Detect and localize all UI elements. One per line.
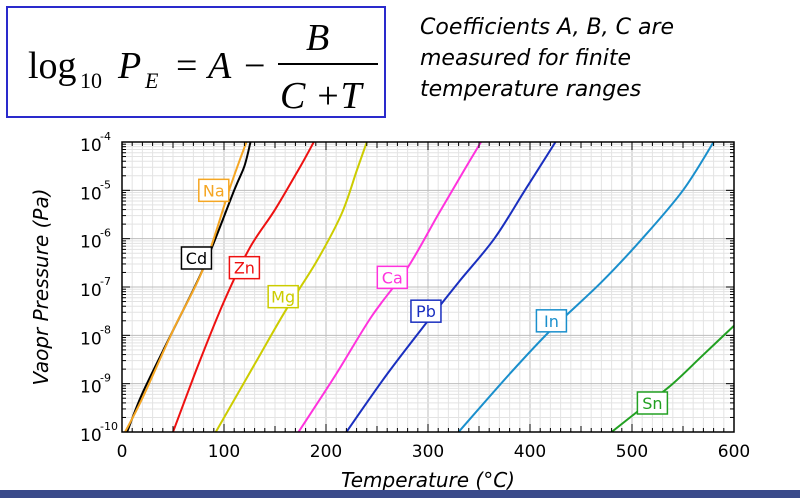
series-line-pb bbox=[345, 142, 557, 432]
formula-box: log 10 P E = A − B C +T bbox=[6, 6, 386, 118]
series-label-na: Na bbox=[198, 178, 230, 203]
y-tick-label: 10-8 bbox=[80, 323, 111, 349]
x-tick-label: 400 bbox=[514, 442, 546, 462]
plot-frame bbox=[121, 141, 735, 433]
series-label-text: Cd bbox=[186, 249, 207, 268]
series-label-box bbox=[376, 265, 409, 290]
note-line-3: temperature ranges bbox=[420, 77, 642, 102]
y-tick-label: 10-6 bbox=[80, 227, 111, 253]
series-label-box bbox=[410, 299, 442, 323]
formula-p-subscript: E bbox=[144, 68, 159, 93]
curves bbox=[124, 142, 734, 432]
series-line-sn bbox=[610, 324, 734, 432]
series-label-box bbox=[535, 309, 568, 333]
series-label-zn: Zn bbox=[228, 255, 261, 280]
formula-a: A bbox=[205, 45, 232, 87]
y-tick-label-base: 10 bbox=[80, 329, 102, 349]
series-label-box bbox=[198, 178, 230, 203]
x-tick-label: 500 bbox=[616, 442, 648, 462]
x-tick-label: 600 bbox=[718, 442, 750, 462]
y-tick-label-base: 10 bbox=[80, 281, 102, 301]
series-label-ca: Ca bbox=[376, 265, 409, 290]
y-tick-label: 10-4 bbox=[80, 130, 111, 156]
formula-equation: log 10 P E = A − B C +T bbox=[28, 17, 378, 117]
series-label-sn: Sn bbox=[636, 391, 669, 415]
formula-log: log bbox=[28, 45, 77, 87]
y-tick-label-base: 10 bbox=[80, 136, 102, 156]
x-tick-label: 100 bbox=[208, 442, 240, 462]
series-label-box bbox=[636, 391, 669, 415]
y-axis-label: Vaopr Pressure (Pa) bbox=[29, 188, 53, 385]
series-label-pb: Pb bbox=[410, 299, 442, 323]
y-tick-label-exponent: -6 bbox=[100, 227, 111, 240]
y-tick-label: 10-9 bbox=[80, 372, 111, 398]
y-tick-label-exponent: -5 bbox=[100, 178, 111, 191]
formula-numerator: B bbox=[306, 17, 329, 59]
series-label-box bbox=[228, 255, 261, 280]
y-tick-label-exponent: -7 bbox=[100, 275, 111, 288]
note-line-2: measured for finite bbox=[420, 46, 632, 71]
y-tick-label-base: 10 bbox=[80, 426, 102, 446]
formula-minus: − bbox=[244, 45, 265, 87]
note-line-1: Coefficients A, B, C are bbox=[420, 15, 675, 40]
y-tick-label-base: 10 bbox=[80, 184, 102, 204]
series-label-text: Sn bbox=[642, 394, 662, 413]
formula-p: P bbox=[117, 45, 141, 87]
x-tick-label: 200 bbox=[310, 442, 342, 462]
y-tick-label-exponent: -9 bbox=[100, 372, 111, 385]
series-label-cd: Cd bbox=[180, 246, 213, 270]
series-label-text: Na bbox=[203, 181, 225, 200]
y-tick-label-base: 10 bbox=[80, 378, 102, 398]
y-tick-label-exponent: -10 bbox=[100, 420, 118, 433]
x-axis-label: Temperature (°C) bbox=[341, 468, 515, 492]
formula-denominator: C +T bbox=[280, 75, 364, 117]
series-label-text: Pb bbox=[416, 302, 436, 321]
series-label-text: Zn bbox=[234, 259, 255, 278]
formula-log-base: 10 bbox=[80, 68, 102, 93]
y-tick-label-base: 10 bbox=[80, 233, 102, 253]
series-label-in: In bbox=[535, 309, 568, 333]
x-tick-label: 0 bbox=[117, 442, 128, 462]
x-tick-label: 300 bbox=[412, 442, 444, 462]
coefficients-note: Coefficients A, B, C are measured for fi… bbox=[420, 12, 790, 105]
y-tick-label: 10-10 bbox=[80, 420, 118, 446]
series-line-mg bbox=[214, 142, 368, 432]
y-tick-label: 10-5 bbox=[80, 178, 111, 204]
series-label-box bbox=[267, 284, 299, 309]
bottom-rule bbox=[0, 490, 800, 498]
series-label-text: Mg bbox=[271, 288, 295, 307]
series-label-box bbox=[180, 246, 213, 270]
series-line-in bbox=[457, 142, 715, 432]
series-label-text: Ca bbox=[382, 268, 403, 287]
y-tick-label: 10-7 bbox=[80, 275, 111, 301]
formula-equals: = bbox=[176, 45, 197, 87]
series-line-zn bbox=[172, 142, 315, 432]
series-label-mg: Mg bbox=[267, 284, 299, 309]
y-tick-label-exponent: -4 bbox=[100, 130, 111, 143]
y-tick-label-exponent: -8 bbox=[100, 323, 111, 336]
series-label-text: In bbox=[544, 312, 559, 331]
